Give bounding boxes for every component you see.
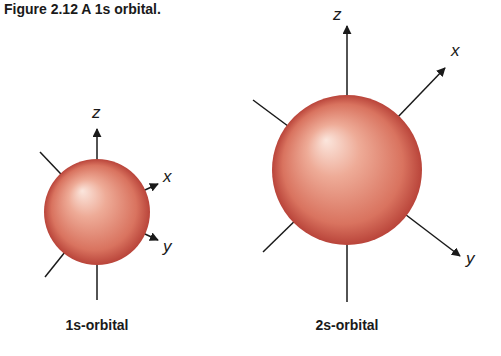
orbital-caption: 1s-orbital <box>65 318 128 333</box>
axis-label: z <box>333 6 342 25</box>
orbital-caption: 2s-orbital <box>315 318 378 333</box>
orbital-sphere <box>44 159 150 265</box>
orbital-sphere <box>272 95 422 245</box>
axis-label: y <box>466 250 475 269</box>
figure-title: Figure 2.12 A 1s orbital. <box>4 2 161 17</box>
axis-label: x <box>163 168 172 187</box>
axis-label: z <box>92 104 101 123</box>
axis-label: x <box>451 42 460 61</box>
axis-label: y <box>163 238 172 257</box>
axes-1s <box>40 129 158 300</box>
axes-2s <box>253 26 460 302</box>
